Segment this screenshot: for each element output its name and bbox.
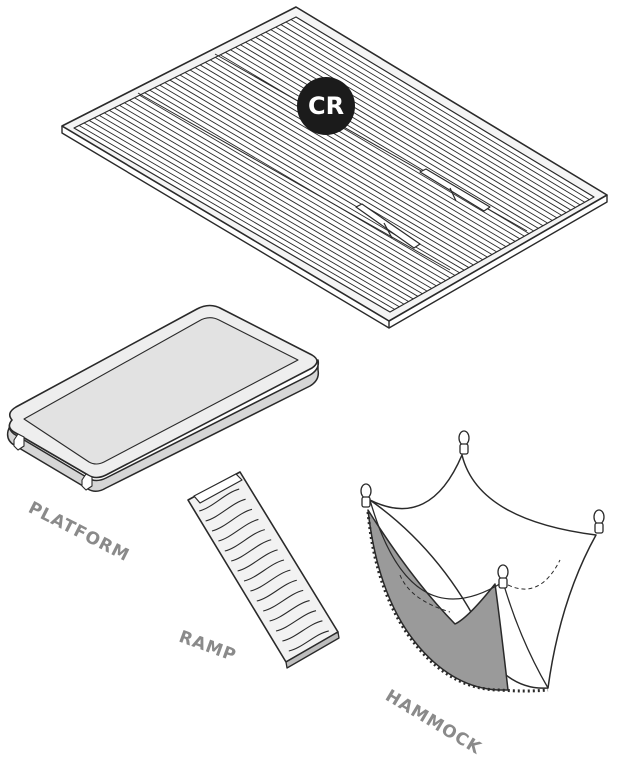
wire-bar (240, 44, 544, 227)
wire-bar (184, 72, 493, 255)
hammock-hem (366, 511, 549, 693)
wire-bar (164, 82, 474, 266)
ramp-step (275, 610, 317, 632)
ramp-step (243, 559, 285, 582)
ramp-step (250, 569, 291, 592)
wire-bar (189, 69, 497, 253)
hammock-clip (360, 430, 605, 589)
wire-bar (194, 67, 502, 250)
ramp-step (256, 579, 297, 602)
hammock-inner-fold (369, 499, 549, 689)
wire-bar (174, 77, 483, 261)
wire-bar (285, 21, 585, 203)
hammock (360, 430, 605, 693)
wire-bar (255, 36, 558, 219)
ramp-step (224, 529, 265, 552)
wire-bar (124, 102, 437, 287)
wire-bar (169, 79, 479, 263)
wire-bar (99, 114, 414, 300)
hammock-dashed-seam (399, 574, 451, 613)
ramp-body (187, 471, 339, 663)
cr-badge-text: CR (307, 92, 345, 120)
platform (6, 304, 320, 492)
wire-bar (235, 46, 539, 229)
wire-floor (61, 6, 608, 329)
wire-bar (209, 59, 516, 242)
ramp-steps (199, 488, 329, 652)
ramp-step (205, 498, 246, 522)
wire-bar (104, 112, 419, 297)
ramp-step (231, 539, 272, 562)
wire-floor-bars (78, 19, 590, 310)
wire-bar (78, 125, 395, 310)
wire-bar (270, 29, 572, 211)
wire-bar (139, 94, 451, 279)
platform-clip (13, 433, 93, 491)
ramp-step (218, 518, 259, 542)
ramp-side (285, 631, 340, 669)
ramp-step (288, 630, 329, 652)
wire-bar (199, 64, 507, 248)
wire-floor-crosswire (137, 92, 451, 271)
ramp-step (263, 589, 304, 612)
platform-rim (23, 317, 299, 465)
ramp-step (269, 599, 310, 622)
wire-bar (114, 107, 428, 292)
wire-floor-frame-inner (73, 16, 595, 313)
wire-bar (260, 34, 562, 216)
wire-bar (93, 117, 409, 302)
wire-bar (83, 122, 400, 308)
wire-bar (245, 41, 548, 224)
ramp (187, 471, 340, 669)
hammock-dashed-seam (507, 559, 561, 590)
ramp-step (237, 549, 278, 572)
wire-bar (290, 19, 590, 200)
wire-bar (109, 109, 423, 295)
wire-bar (275, 26, 576, 208)
wire-bar (159, 84, 470, 268)
wire-bar (250, 39, 553, 221)
wire-floor-latch (355, 168, 491, 249)
wire-bar (129, 99, 442, 284)
wire-bar (88, 120, 405, 305)
wire-bar (215, 56, 521, 240)
wire-bar (179, 74, 488, 258)
wire-bar (134, 97, 446, 282)
wire-bar (265, 31, 567, 214)
wire-bar (144, 92, 456, 276)
ramp-step (211, 508, 253, 532)
ramp-step (199, 488, 240, 512)
wire-bar (220, 54, 525, 237)
wire-bar (204, 62, 511, 245)
wire-bar (119, 104, 432, 289)
wire-bar (280, 24, 581, 206)
ramp-step (282, 620, 323, 642)
cr-badge: CR (297, 77, 355, 135)
wire-bar (230, 49, 534, 232)
ramp-hook (193, 473, 243, 504)
